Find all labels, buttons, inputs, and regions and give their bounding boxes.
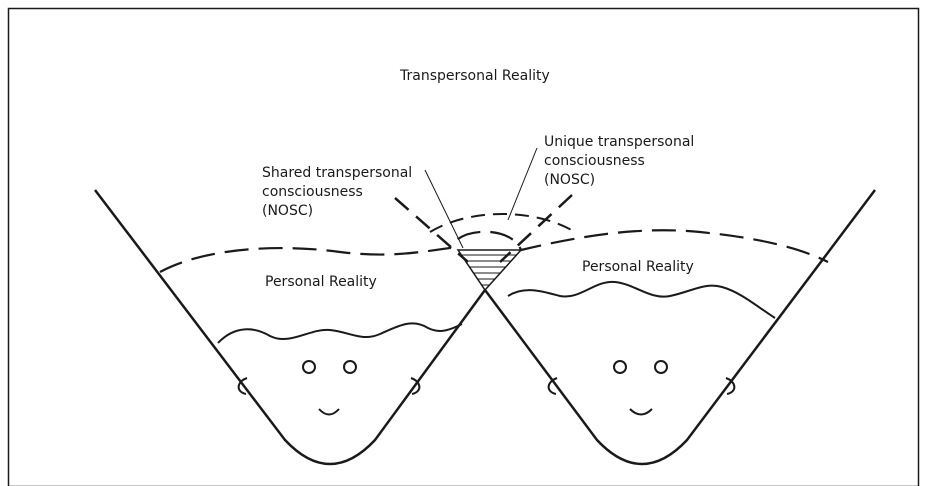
right-face-right-eye — [654, 360, 668, 374]
left-face-right-eye — [343, 360, 357, 374]
left-face-left-eye — [302, 360, 316, 374]
right-face-left-ear — [547, 377, 558, 395]
right-face-smile — [629, 408, 653, 416]
unique-leader-line — [507, 147, 538, 221]
unique-transpersonal-label-line3: (NOSC) — [544, 172, 595, 188]
right-face-left-eye — [613, 360, 627, 374]
personal-reality-left-label: Personal Reality — [265, 274, 377, 290]
left-face-left-ear — [237, 377, 248, 395]
right-wavy-surface — [507, 280, 776, 319]
unique-transpersonal-arc — [429, 213, 576, 233]
left-wavy-surface — [217, 322, 463, 344]
personal-reality-right-label: Personal Reality — [582, 259, 694, 275]
left-funnel-dashed-extension — [394, 197, 469, 263]
shared-transpersonal-label-line1: Shared transpersonal — [262, 165, 412, 181]
unique-transpersonal-label-line1: Unique transpersonal — [544, 134, 694, 150]
right-face-right-ear — [725, 377, 736, 395]
left-face-smile — [318, 408, 340, 416]
right-funnel — [483, 189, 876, 466]
outer-border — [7, 7, 920, 486]
left-funnel — [94, 189, 487, 466]
personal-reality-boundary — [159, 229, 829, 273]
transpersonal-reality-label: Transpersonal Reality — [399, 68, 550, 84]
unique-transpersonal-label-line2: consciousness — [544, 153, 645, 169]
shared-consciousness-region — [456, 249, 523, 292]
left-face-right-ear — [410, 377, 421, 395]
shared-leader-line — [424, 169, 464, 249]
shared-transpersonal-label-line3: (NOSC) — [262, 203, 313, 219]
right-funnel-dashed-extension — [499, 194, 573, 263]
shared-transpersonal-label-line2: consciousness — [262, 184, 363, 200]
